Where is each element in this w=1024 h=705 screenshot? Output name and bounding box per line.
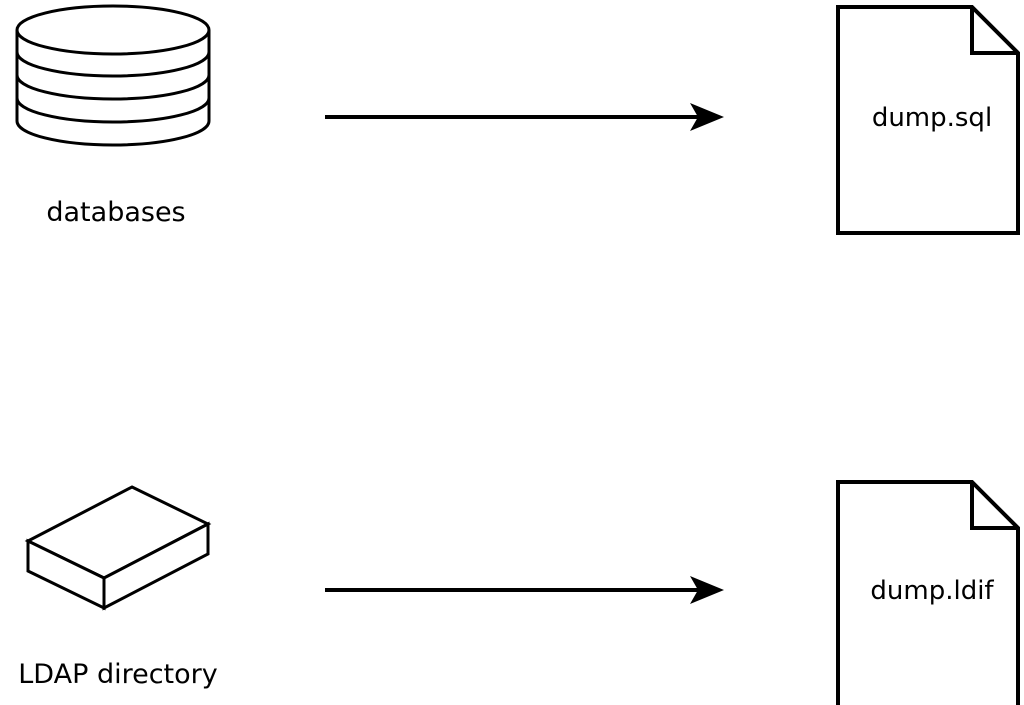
target-label-dump-ldif: dump.ldif: [870, 576, 994, 606]
document-icon: [836, 480, 1020, 705]
target-label-dump-sql: dump.sql: [872, 103, 992, 133]
source-label-ldap-directory: LDAP directory: [18, 659, 218, 690]
document-icon: [836, 5, 1020, 235]
source-label-databases: databases: [46, 197, 185, 228]
arrow-right-icon: [325, 103, 724, 131]
ldap-box-icon: [24, 485, 212, 611]
arrow-right-icon: [325, 576, 724, 604]
database-cylinder-icon: [15, 4, 211, 147]
